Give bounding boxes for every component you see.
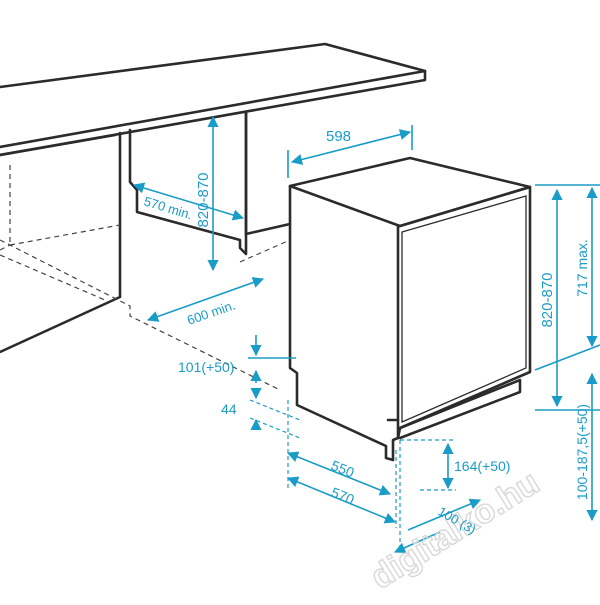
label-717-max: 717 max. [574, 239, 590, 297]
dishwasher [288, 156, 532, 462]
watermark: digitalko.hu [363, 463, 546, 598]
label-550: 550 [329, 457, 357, 481]
left-cabinet [0, 131, 122, 354]
label-164-plus-50: 164(+50) [454, 458, 510, 474]
niche-walls [128, 110, 292, 256]
label-820-870-top: 820-870 [195, 172, 212, 227]
floor-lines [0, 239, 291, 391]
label-100-187-5: 100-187,5(+50) [574, 404, 590, 500]
label-101-plus-50: 101(+50) [178, 359, 234, 375]
watermark-text: digitalko.hu [364, 463, 546, 596]
label-598: 598 [326, 128, 351, 145]
dimension-lines [132, 115, 600, 554]
label-570-min: 570 min. [142, 194, 194, 223]
countertop [0, 42, 427, 157]
label-44: 44 [221, 401, 237, 417]
label-600-min: 600 min. [185, 297, 237, 327]
label-820-870-side: 820-870 [539, 272, 556, 327]
